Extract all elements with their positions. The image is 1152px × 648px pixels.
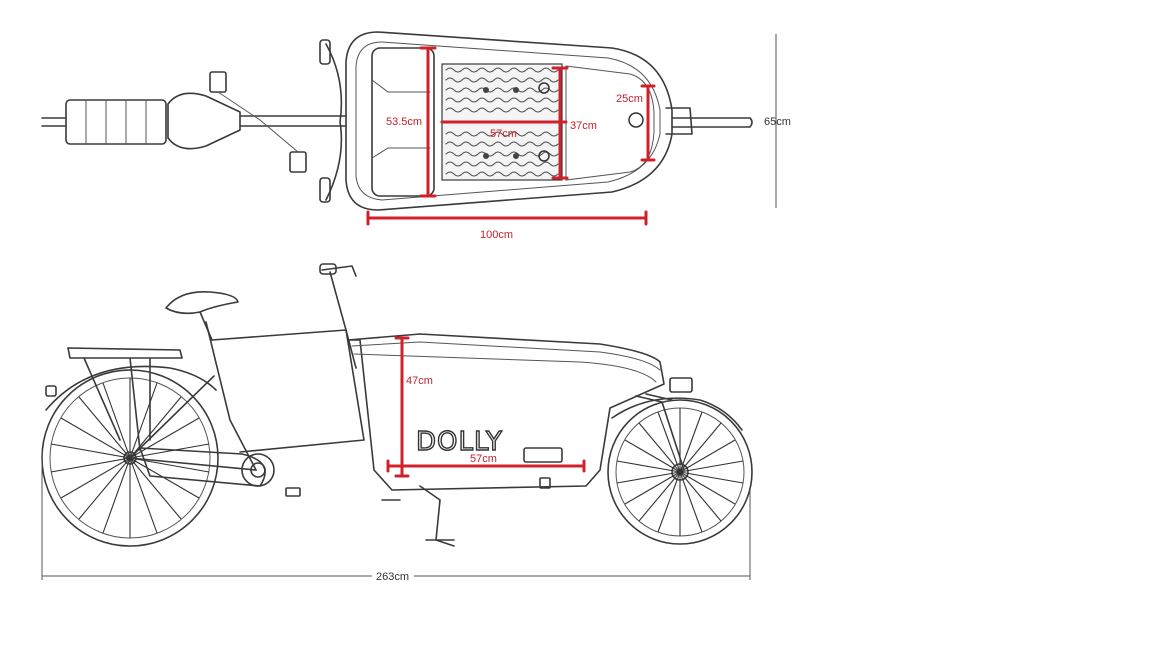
chain-stay — [129, 375, 257, 471]
rear-wheel-top — [41, 117, 67, 127]
left-grip — [319, 39, 331, 65]
floor-bolt — [513, 87, 519, 93]
rear-wheel-spokes — [50, 378, 210, 538]
pedal-top-right — [289, 151, 307, 173]
front-mudguard — [611, 397, 743, 431]
label-floor-length-top: 57cm — [490, 128, 517, 140]
seat-post — [199, 311, 213, 341]
floor-bolt — [483, 153, 489, 159]
floor-bolt — [483, 87, 489, 93]
crank-top — [217, 91, 299, 153]
pedal-side — [285, 487, 301, 497]
front-fork — [635, 393, 685, 471]
chainring — [241, 453, 275, 487]
rear-light — [45, 385, 57, 397]
front-panel — [565, 65, 655, 181]
steering-column — [329, 271, 357, 369]
box-latch — [539, 477, 551, 489]
saddle — [165, 291, 239, 315]
box-handle — [523, 447, 563, 463]
top-view: 53.5cm 57cm 37cm 25cm 100cm 65cm — [41, 31, 791, 241]
rear-mudguard — [45, 365, 217, 411]
label-floor-width: 37cm — [570, 120, 597, 132]
brand-logo: DOLLY — [416, 427, 503, 457]
rear-rack-top — [65, 99, 167, 145]
front-light — [669, 377, 693, 393]
label-floor-length-side: 57cm — [470, 453, 497, 465]
cargo-box-stripe-2 — [351, 341, 661, 371]
handlebar-top — [325, 43, 343, 201]
rear-rack — [67, 347, 183, 451]
top-frame-tube — [239, 115, 347, 127]
side-view: DOLLY — [41, 263, 753, 583]
handlebar — [321, 265, 357, 277]
cargo-box — [347, 333, 665, 491]
bench-seat — [371, 47, 435, 197]
label-cargo-width: 53.5cm — [386, 116, 422, 128]
bench-straps — [371, 79, 431, 159]
frame-down-tube — [211, 329, 365, 453]
label-overall-length: 263cm — [376, 571, 409, 583]
chainring-hub — [250, 462, 266, 478]
label-box-height: 47cm — [406, 375, 433, 387]
kickstand — [381, 485, 455, 547]
saddle-top — [167, 92, 241, 150]
cargo-box-top-inner — [355, 41, 661, 201]
front-wheel-spokes — [616, 408, 744, 536]
front-wheel — [607, 399, 753, 545]
floor-bolt — [513, 153, 519, 159]
handlebar-grip — [319, 263, 337, 275]
pedal-top-left — [209, 71, 227, 93]
front-fork-top — [665, 107, 693, 135]
rear-rack-bars — [85, 99, 147, 145]
cargo-box-stripe — [353, 353, 657, 383]
label-overall-width: 65cm — [764, 116, 791, 128]
label-box-length: 100cm — [480, 229, 513, 241]
seat-tube — [205, 321, 257, 471]
floor-bolt — [538, 150, 550, 162]
label-front-width: 25cm — [616, 93, 643, 105]
front-wheel-top — [671, 117, 753, 128]
right-grip — [319, 177, 331, 203]
cargo-box-top-outline — [345, 31, 673, 211]
floor-bolt — [538, 82, 550, 94]
headlight-top — [628, 112, 644, 128]
